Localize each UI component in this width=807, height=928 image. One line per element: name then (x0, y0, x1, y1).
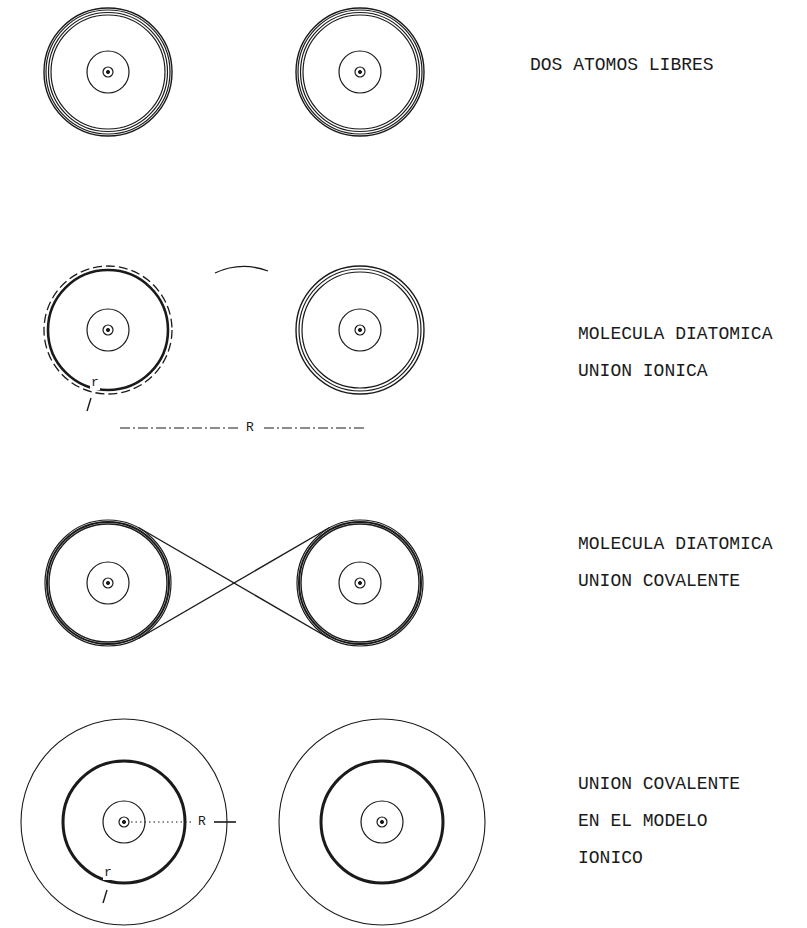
electron-shell (48, 270, 168, 390)
radius-label: r (90, 375, 100, 390)
ion-atom (44, 266, 172, 411)
electron-shell (45, 520, 171, 646)
nucleus-dot (106, 581, 109, 584)
electron-shell (49, 524, 167, 642)
distance-line (131, 821, 192, 822)
distance-mark (214, 821, 236, 823)
nucleus (103, 67, 113, 77)
covalent-atom (297, 520, 423, 646)
inner-shell (103, 801, 145, 843)
electron-shell (298, 10, 422, 134)
shared-orbit-line (139, 528, 330, 639)
inner-shell (339, 309, 381, 351)
nucleus-dot (122, 820, 125, 823)
nucleus (355, 578, 365, 588)
electron-shell (302, 272, 418, 388)
inner-shell (339, 51, 381, 93)
inner-shell (339, 562, 381, 604)
covalent-atom (45, 520, 171, 646)
electron-shell (51, 15, 165, 129)
radius-tick (103, 890, 107, 903)
electron-shell (296, 8, 424, 136)
nucleus (355, 325, 365, 335)
nucleus (103, 325, 113, 335)
outer-shell (21, 719, 227, 925)
electron-shell (303, 15, 417, 129)
caption-label: DOS ATOMOS LIBRES (530, 47, 760, 84)
electron-shell (296, 266, 424, 394)
nucleus-dot (358, 70, 361, 73)
electron-shell (301, 13, 420, 132)
distance-label: R (197, 814, 207, 829)
inner-shell (87, 51, 129, 93)
electron-shell (46, 10, 170, 134)
free-atom (44, 8, 172, 136)
inner-shell (361, 801, 403, 843)
transfer-arc (215, 266, 268, 273)
electron-shell (47, 522, 169, 644)
caption-label: MOLECULA DIATOMICA UNION IONICA (578, 316, 783, 390)
distance-line (120, 427, 238, 428)
dashed-shell (44, 266, 172, 394)
electron-shell (63, 761, 185, 883)
electron-shell (299, 522, 421, 644)
electron-shell (299, 269, 421, 391)
model-atom (21, 719, 236, 925)
model-atom (279, 719, 485, 925)
electron-shell (297, 520, 423, 646)
nucleus (119, 817, 129, 827)
caption-label: UNION COVALENTE EN EL MODELO IONICO (578, 766, 748, 877)
electron-shell (301, 524, 419, 642)
nucleus-dot (106, 328, 109, 331)
shared-orbit-line (139, 528, 330, 639)
ion-atom (296, 266, 424, 394)
free-atom (296, 8, 424, 136)
caption-label: MOLECULA DIATOMICA UNION COVALENTE (578, 526, 783, 600)
distance-line (264, 427, 366, 428)
inner-shell (87, 309, 129, 351)
electron-shell (44, 8, 172, 136)
electron-shell (49, 13, 168, 132)
nucleus-dot (380, 820, 383, 823)
inner-shell (87, 562, 129, 604)
nucleus (103, 578, 113, 588)
nucleus-dot (358, 581, 361, 584)
radius-label: r (103, 865, 113, 880)
radius-tick (87, 398, 91, 411)
nucleus-dot (106, 70, 109, 73)
electron-shell (321, 761, 443, 883)
nucleus (355, 67, 365, 77)
nucleus-dot (358, 328, 361, 331)
nucleus (377, 817, 387, 827)
distance-label: R (245, 420, 255, 435)
outer-shell (279, 719, 485, 925)
